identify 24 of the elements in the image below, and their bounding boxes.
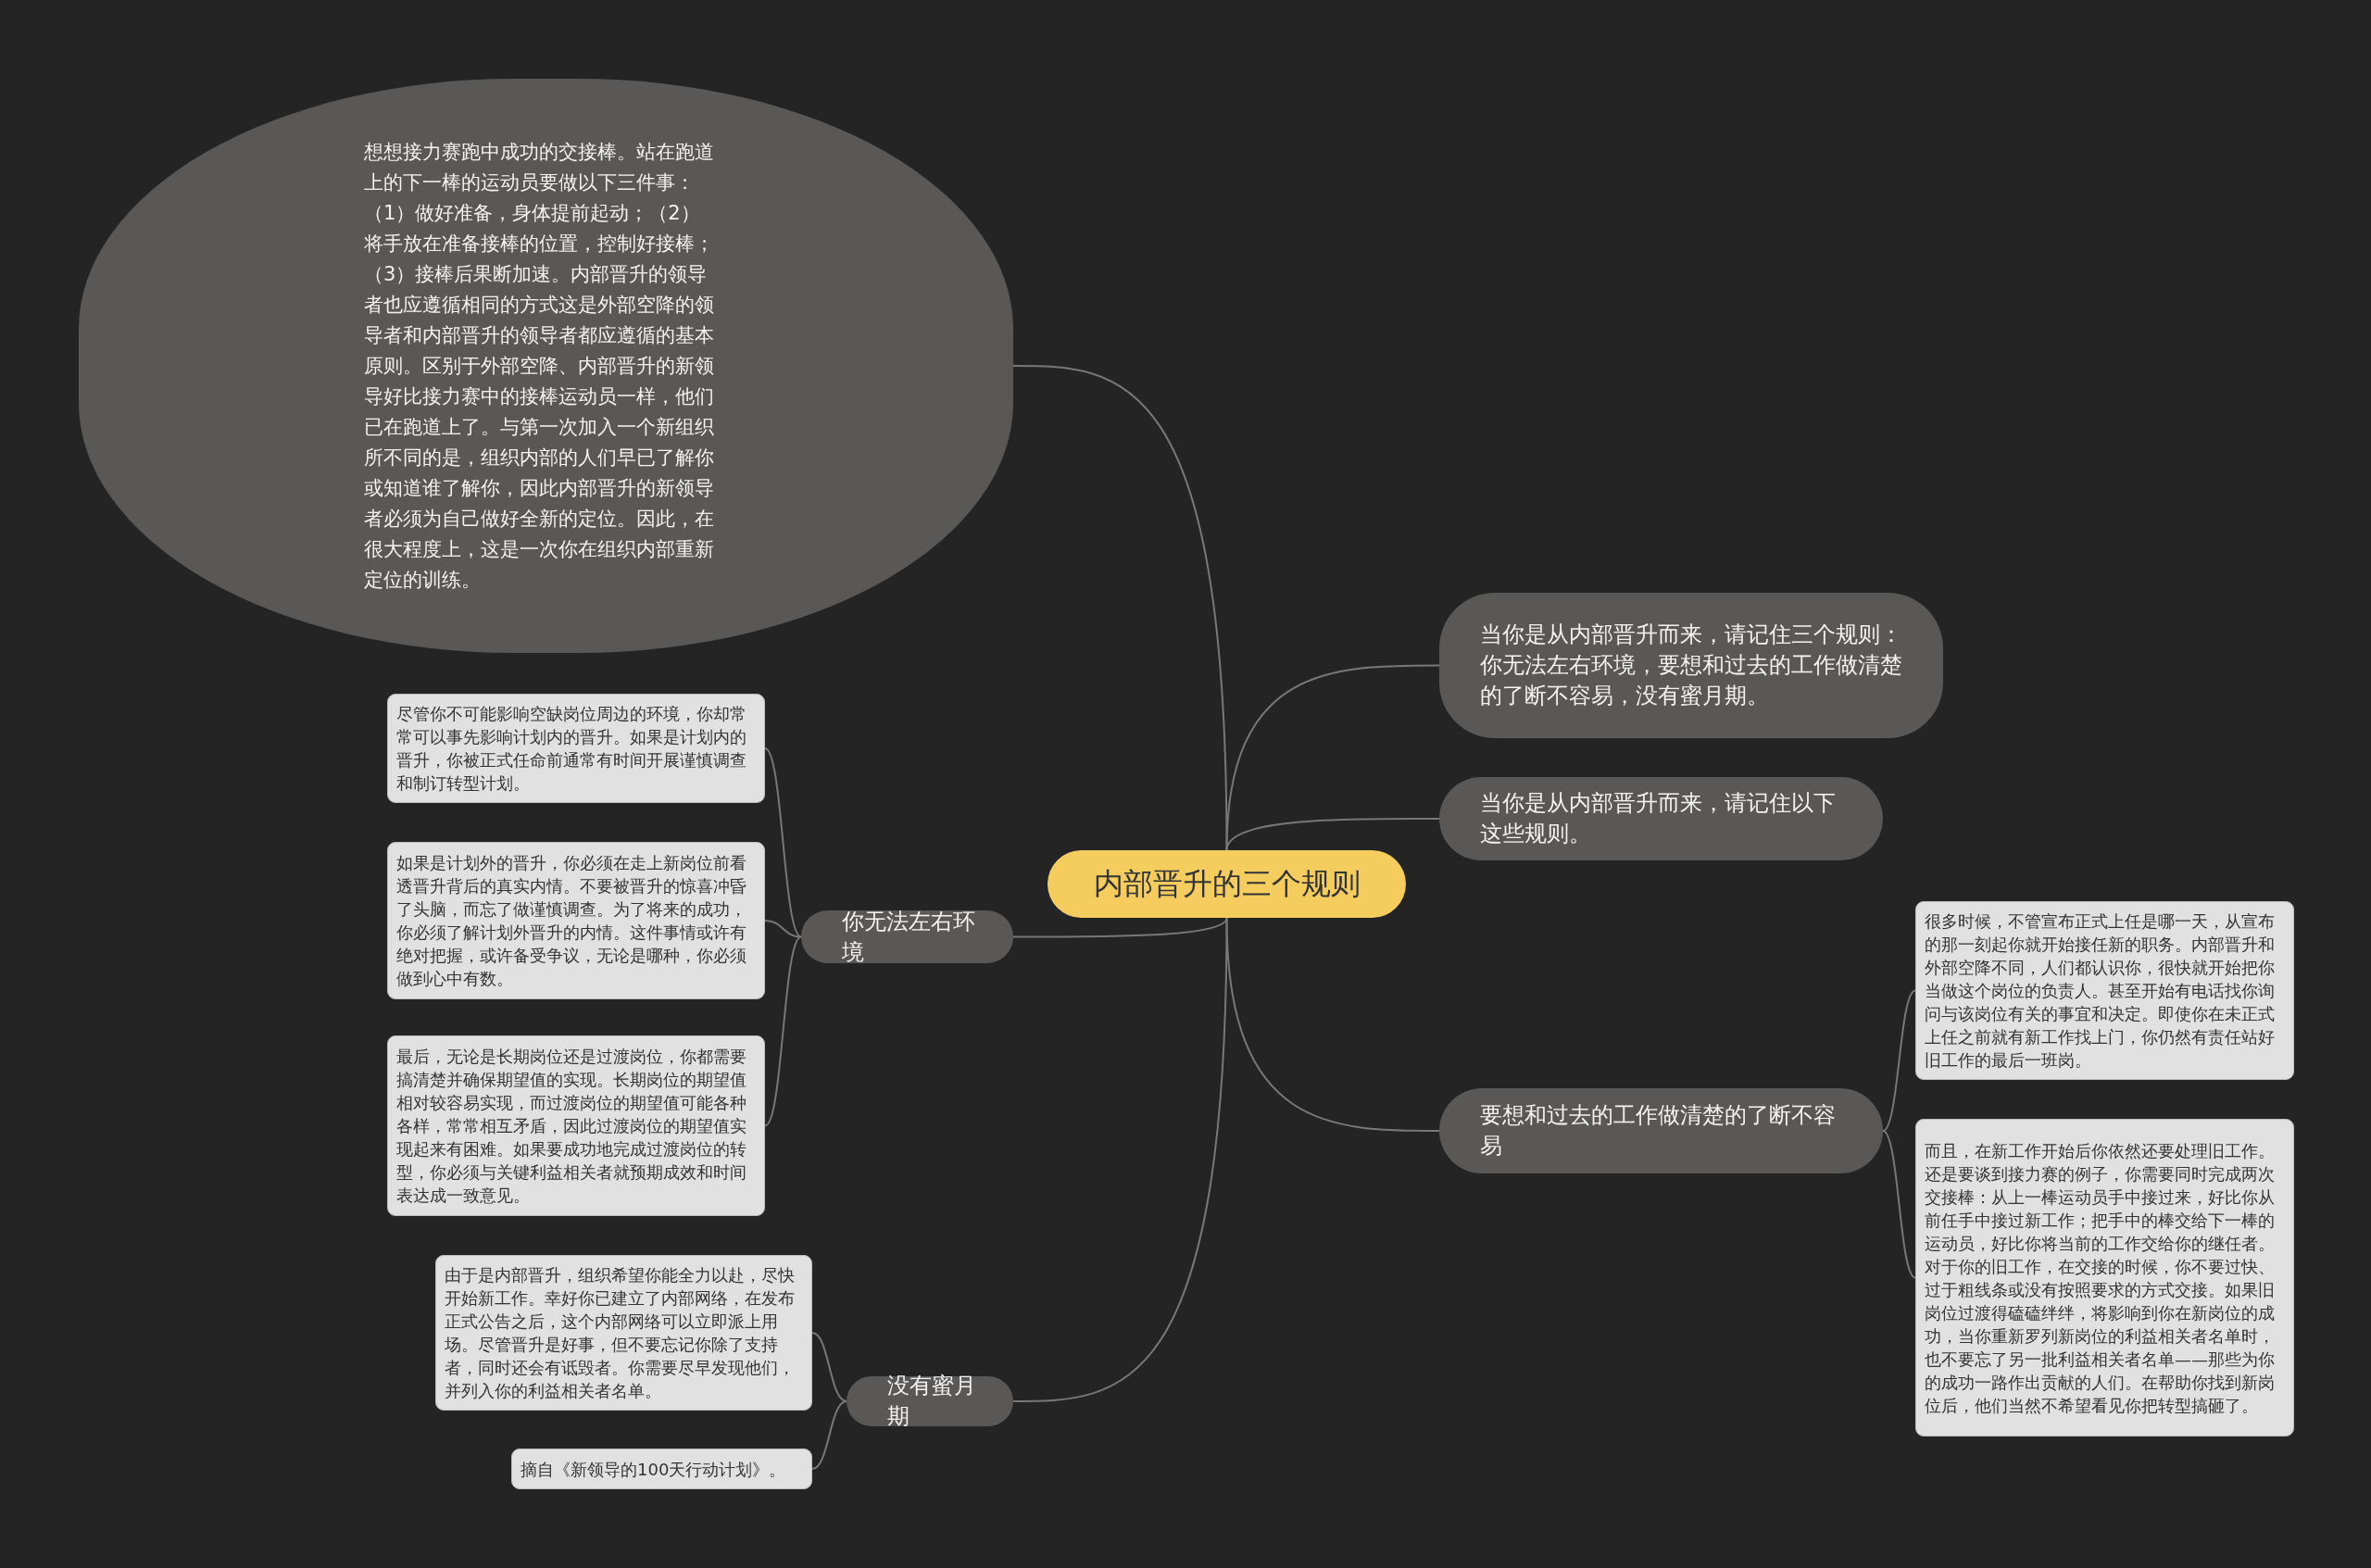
- connector-line: [1012, 365, 1228, 851]
- connector-line: [1225, 917, 1440, 1132]
- topic-pill: 当你是从内部晋升而来，请记住三个规则：你无法左右环境，要想和过去的工作做清楚的了断不容易，没有蜜月期。: [1439, 593, 1943, 738]
- topic-pill: 要想和过去的工作做清楚的了断不容易: [1439, 1088, 1883, 1173]
- connector-line: [1225, 818, 1440, 851]
- text-card: 摘自《新领导的100天行动计划》。: [511, 1449, 812, 1489]
- connector-line: [764, 747, 802, 938]
- connector-line: [1882, 989, 1916, 1132]
- text-card: 而且，在新工作开始后你依然还要处理旧工作。还是要谈到接力赛的例子，你需要同时完成两次交接棒：从上一棒运动员手中接过来，好比你从前任手中接过新工作；把手中的棒交给下一棒的运动员，好比你将当前的工作交给你的继任者。对于你的旧工作，在交接的时候，你不要过快、过于粗线条或没有按照要求的方式交接。如果旧岗位过渡得磕磕绊绊，将影响到你在新岗位的成功，当你重新罗列新岗位的利益相关者名单时，也不要忘了另一批利益相关者名单——那些为你的成功一路作出贡献的人们。在帮助你找到新岗位后，他们当然不希望看见你把转型搞砸了。: [1915, 1119, 2294, 1436]
- text-card: 很多时候，不管宣布正式上任是哪一天，从宣布的那一刻起你就开始接任新的职务。内部晋升和外部空降不同，人们都认识你，很快就开始把你当做这个岗位的负责人。甚至开始有电话找你询问与该岗位有关的事宜和决定。即使你在未正式上任之前就有新工作找上门，你仍然有责任站好旧工作的最后一班岗。: [1915, 901, 2294, 1080]
- text-card: 由于是内部晋升，组织希望你能全力以赴，尽快开始新工作。幸好你已建立了内部网络，在发布正式公告之后，这个内部网络可以立即派上用场。尽管晋升是好事，但不要忘记你除了支持者，同时还会有诋毁者。你需要尽早发现他们，并列入你的利益相关者名单。: [435, 1255, 812, 1411]
- topic-pill: 你无法左右环境: [801, 910, 1013, 963]
- connector-line: [764, 935, 802, 1127]
- connector-line: [1012, 917, 1228, 1402]
- connector-line: [764, 920, 802, 938]
- topic-pill: 当你是从内部晋升而来，请记住以下这些规则。: [1439, 777, 1883, 860]
- connector-line: [811, 1400, 847, 1470]
- text-card: 最后，无论是长期岗位还是过渡岗位，你都需要搞清楚并确保期望值的实现。长期岗位的期望值相对较容易实现，而过渡岗位的期望值可能各种各样，常常相互矛盾，因此过渡岗位的期望值实现起来有困难。如果要成功地完成过渡岗位的转型，你必须与关键利益相关者就预期成效和时间表达成一致意见。: [387, 1035, 765, 1216]
- central-topic: 内部晋升的三个规则: [1048, 850, 1406, 918]
- connector-line: [811, 1332, 847, 1402]
- text-card: 如果是计划外的晋升，你必须在走上新岗位前看透晋升背后的真实内情。不要被晋升的惊喜冲昏了头脑，而忘了做谨慎调查。为了将来的成功，你必须了解计划外晋升的内情。这件事情或许有绝对把握，或许备受争议，无论是哪种，你必须做到心中有数。: [387, 842, 765, 999]
- connector-line: [1882, 1130, 1916, 1279]
- text-card: 尽管你不可能影响空缺岗位周边的环境，你却常常可以事先影响计划内的晋升。如果是计划内的晋升，你被正式任命前通常有时间开展谨慎调查和制订转型计划。: [387, 694, 765, 803]
- connector-line: [1225, 664, 1440, 851]
